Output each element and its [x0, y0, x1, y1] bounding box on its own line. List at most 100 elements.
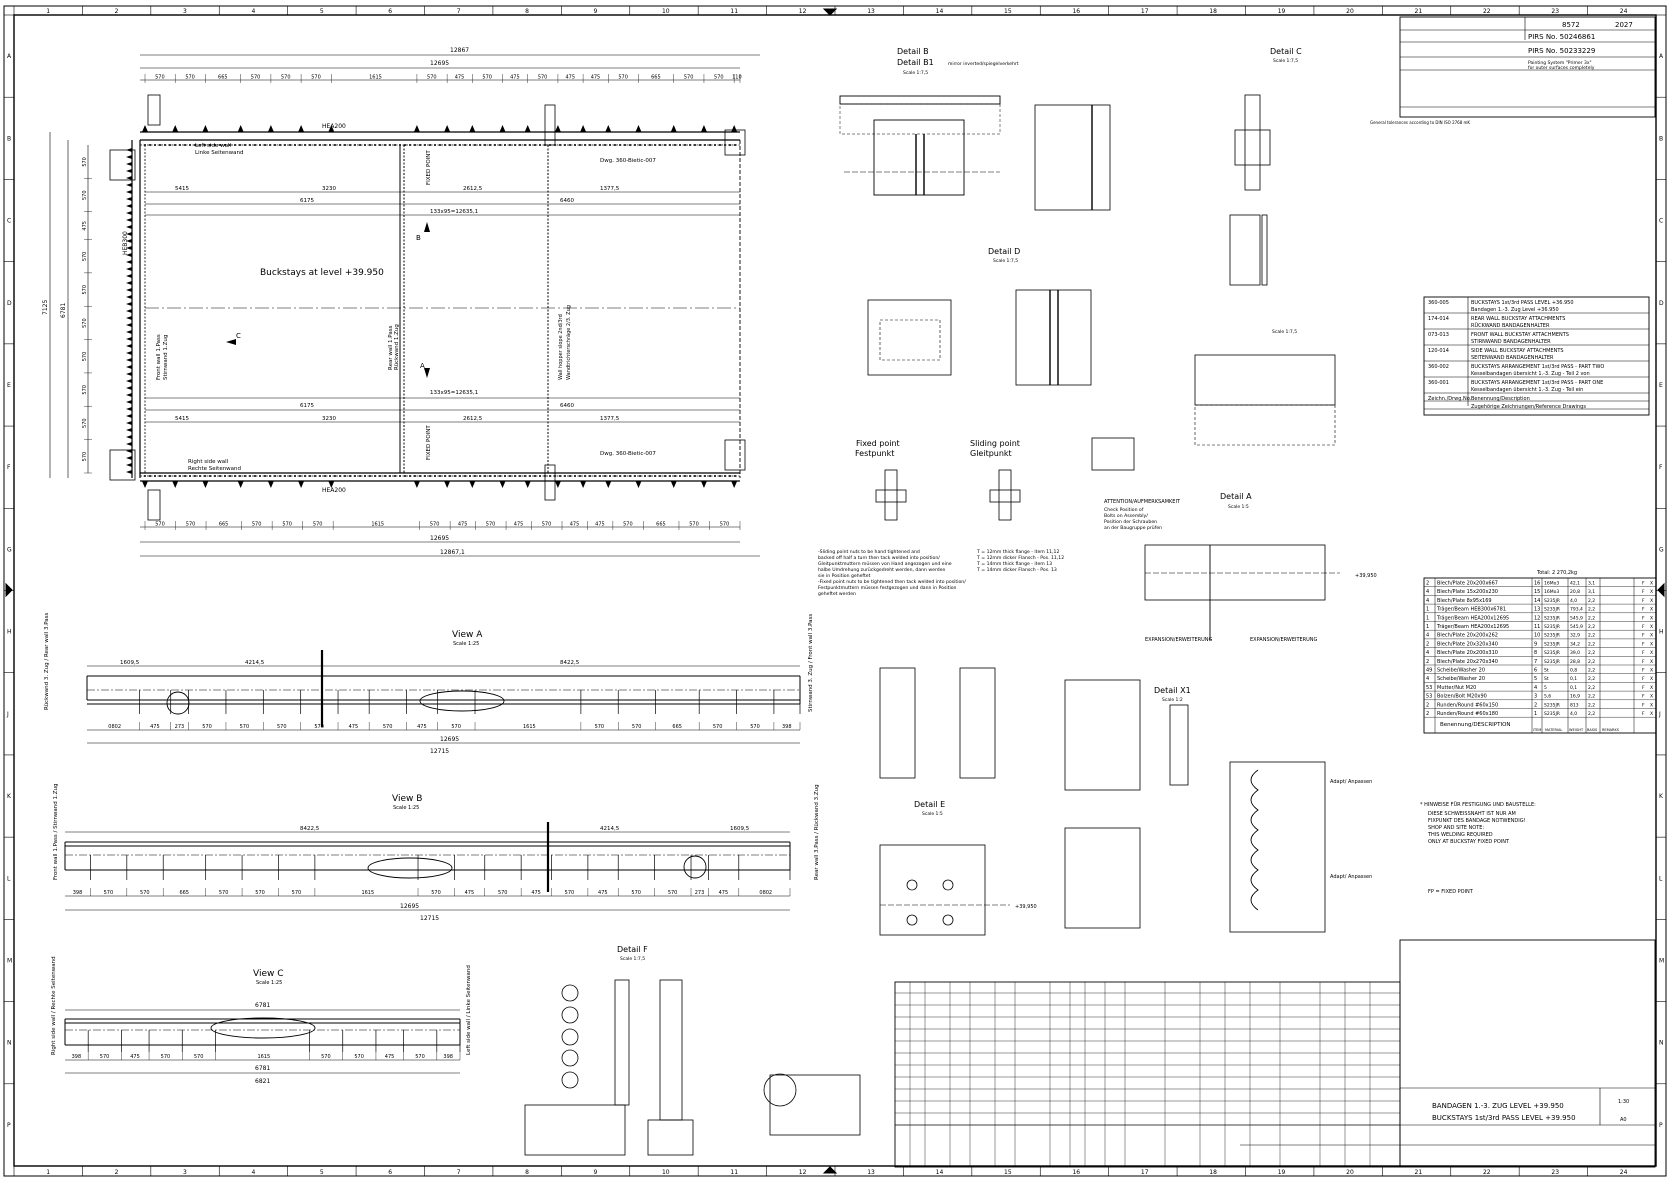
view-c-total1: 6781 — [255, 1065, 270, 1072]
svg-text:Scale 1:7,5: Scale 1:7,5 — [903, 70, 928, 76]
bom-weight: 0,1 — [1570, 685, 1577, 691]
dim-label: 1609,5 — [120, 660, 140, 666]
bom-weight: 28,8 — [1570, 659, 1580, 665]
bom-thickness: 3,1 — [1588, 581, 1595, 587]
front-wall-de: Stirnwand 1.Zug — [163, 335, 169, 380]
pirs-1: PIRS No. 50246861 — [1528, 33, 1595, 41]
row-label: K — [1659, 793, 1664, 800]
row-label: L — [7, 875, 11, 882]
row-label: N — [7, 1040, 12, 1047]
svg-text:+39,950: +39,950 — [1015, 904, 1037, 910]
bom-material: S235JR — [1544, 615, 1560, 621]
bom-material: St — [1544, 668, 1549, 674]
bom-qty: 1 — [1426, 607, 1429, 613]
bom-flag: X — [1650, 650, 1653, 656]
bom-flag: X — [1650, 641, 1653, 647]
dim-label: 475 — [514, 522, 524, 528]
bom-pos: 7 — [1534, 659, 1537, 665]
ref-drawing-desc: BUCKSTAYS ARRANGEMENT 1st/3rd PASS - PAR… — [1471, 364, 1604, 370]
svg-text:Scale 1:7,5: Scale 1:7,5 — [620, 956, 645, 962]
dim-label: 570 — [618, 75, 628, 81]
dim-label: 570 — [161, 1054, 171, 1060]
column-label: 3 — [183, 8, 187, 15]
dim-label: 1615 — [369, 75, 382, 81]
svg-text:Scale 1:7,5: Scale 1:7,5 — [1272, 329, 1297, 335]
bom-pos: 2 — [1534, 702, 1537, 708]
column-label: 10 — [662, 1169, 670, 1176]
bom-flag: F — [1642, 589, 1645, 595]
dim-label: 570 — [595, 724, 605, 730]
row-label: K — [7, 793, 12, 800]
bom-thickness: 3,1 — [1588, 589, 1595, 595]
dim-label: 475 — [531, 890, 541, 896]
row-label: E — [7, 382, 11, 389]
svg-text:Adapt/ Anpassen: Adapt/ Anpassen — [1330, 874, 1372, 880]
view-c-scale: Scale 1:25 — [256, 980, 282, 986]
bom-flag: F — [1642, 650, 1645, 656]
bom-desc: Runden/Round #60x150 — [1437, 702, 1498, 708]
detail-d: Detail D Scale 1:7,5 — [867, 247, 1092, 386]
bom-desc: Runden/Round #60x180 — [1437, 711, 1498, 717]
dim-label: 110 — [732, 75, 742, 81]
dim-label: 0802 — [108, 724, 121, 730]
dim-label: 475 — [719, 890, 729, 896]
dim-label: 475 — [458, 522, 468, 528]
view-b-scale: Scale 1:25 — [393, 805, 419, 811]
view-a-left-label: Rückwand 3. Zug / Rear wall 3.Pass — [44, 612, 50, 710]
bom-thickness: 2,2 — [1588, 668, 1595, 674]
bom-flag: F — [1642, 615, 1645, 621]
bom-flag: F — [1642, 659, 1645, 665]
row-label: F — [1659, 464, 1663, 471]
svg-text:ITEM: ITEM — [1533, 728, 1541, 732]
column-label: 18 — [1209, 1169, 1217, 1176]
bom-qty: 53 — [1426, 694, 1432, 700]
svg-text:+39,950: +39,950 — [1355, 573, 1377, 579]
bom-material: S235JR — [1544, 641, 1560, 647]
job-no: 8572 — [1562, 21, 1580, 29]
svg-text:A: A — [420, 362, 425, 370]
column-label: 17 — [1141, 1169, 1149, 1176]
dim-label: 570 — [311, 75, 321, 81]
column-label: 3 — [183, 1169, 187, 1176]
row-label: G — [1659, 546, 1664, 553]
bom-desc: Mutter/Nut M20 — [1437, 685, 1476, 691]
dim-label: 570 — [668, 890, 678, 896]
svg-text:Detail E: Detail E — [914, 800, 945, 809]
bom-desc: Blech/Plate 20x200x310 — [1437, 650, 1498, 656]
dim-label: 6460 — [560, 403, 574, 409]
dim-label: 570 — [282, 522, 292, 528]
row-label: M — [1659, 957, 1664, 964]
bom-material: 5 — [1544, 685, 1547, 691]
pirs-2: PIRS No. 50233229 — [1528, 47, 1595, 55]
column-label: 6 — [388, 8, 392, 15]
dim-label: 570 — [251, 75, 261, 81]
dim-label: 0802 — [759, 890, 772, 896]
bom-material: S235JR — [1544, 711, 1560, 717]
dim-label: 570 — [623, 522, 633, 528]
bom-material: S235JR — [1544, 607, 1560, 613]
bom-material: 16Mo3 — [1544, 589, 1559, 595]
detail-plate-16: Adapt/ Anpassen Adapt/ Anpassen — [1229, 761, 1372, 933]
svg-text:Detail F: Detail F — [617, 945, 648, 954]
bom-pos: 1 — [1534, 711, 1537, 717]
column-label: 6 — [388, 1169, 392, 1176]
dim-label: 273 — [695, 890, 705, 896]
bom-pos: 4 — [1534, 685, 1537, 691]
dim-label: 570 — [277, 724, 287, 730]
ref-drawing-desc: STIRNWAND BANDAGENHALTER — [1471, 339, 1551, 345]
row-label: P — [7, 1122, 11, 1129]
dim-label: 8422,5 — [300, 826, 320, 832]
bom-weight: 4,0 — [1570, 598, 1577, 604]
column-label: 24 — [1620, 8, 1628, 15]
dim-label: 570 — [565, 890, 575, 896]
view-b-right-label: Rear wall 3.Pass / Rückwand 3.Zug — [814, 784, 820, 880]
column-label: 21 — [1415, 8, 1423, 15]
column-label: 9 — [594, 8, 598, 15]
